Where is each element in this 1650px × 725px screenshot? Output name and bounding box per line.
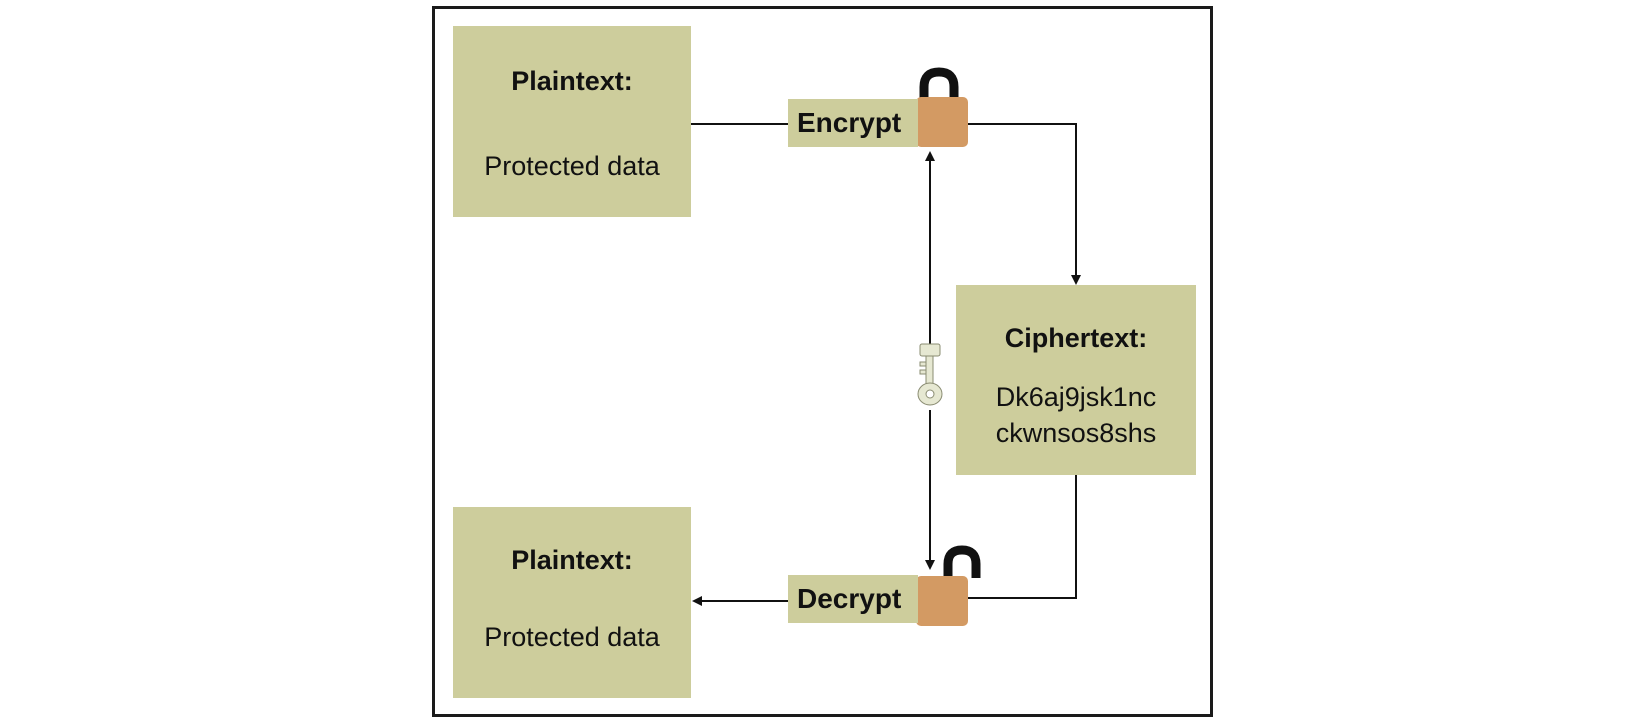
ciphertext-text: Dk6aj9jsk1nc ckwnsos8shs [956, 379, 1196, 451]
key-icon [917, 343, 943, 406]
padlock-icon [916, 545, 981, 626]
ciphertext-title: Ciphertext: [1004, 323, 1148, 353]
plaintext-box-top: Plaintext: Protected data [453, 26, 691, 217]
encrypt-label: Encrypt [788, 99, 918, 147]
plaintext-box-bottom: Plaintext: Protected data [453, 507, 691, 698]
plaintext-text: Protected data [484, 151, 660, 181]
ciphertext-box: Ciphertext: Dk6aj9jsk1nc ckwnsos8shs [956, 285, 1196, 475]
plaintext-title: Plaintext: [511, 66, 633, 96]
connector-encrypt-to-ciphertext [968, 123, 1081, 285]
connector-ciphertext-to-decrypt [968, 475, 1077, 599]
plaintext-title: Plaintext: [511, 545, 633, 575]
padlock-icon [916, 67, 968, 147]
plaintext-text: Protected data [484, 622, 660, 652]
decrypt-label: Decrypt [788, 575, 918, 623]
ciphertext-line: ckwnsos8shs [995, 418, 1157, 448]
ciphertext-line: Dk6aj9jsk1nc [995, 382, 1157, 412]
